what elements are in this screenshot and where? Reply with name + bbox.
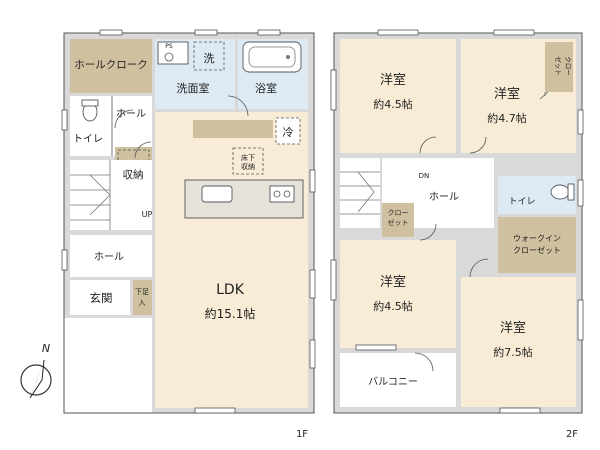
walk-in-closet: [498, 217, 576, 273]
ldk-size-label: 約15.1帖: [205, 306, 256, 321]
washing-machine-space: [193, 41, 225, 71]
shoe-storage-label-2: 入: [139, 299, 146, 307]
wash-basin-fixture: [157, 41, 189, 65]
north-compass-icon: [20, 359, 52, 399]
lower-hall-room: [70, 235, 152, 277]
western-room-4-label: 洋室: [500, 320, 526, 336]
underfloor-storage-label-1: 床下: [241, 153, 255, 162]
shoe-storage-label-1: 下足: [135, 288, 149, 296]
hall-2f-label: ホール: [429, 191, 459, 203]
hall-cloak-label: ホールクローク: [74, 59, 148, 71]
western-room-3: [340, 240, 456, 348]
small-closet-label-2: ゼット: [554, 56, 563, 76]
toilet-2f-label: トイレ: [508, 197, 535, 207]
underfloor-storage-label-2: 収納: [241, 162, 255, 171]
closet-2f: [382, 203, 414, 237]
bathroom-label: 浴室: [255, 81, 277, 95]
floor-1-label: 1F: [296, 429, 308, 440]
bathtub-fixture: [242, 41, 302, 73]
western-room-1-label: 洋室: [380, 72, 406, 88]
basin-icon: [164, 52, 174, 62]
ldk-label: LDK: [216, 282, 245, 298]
stairs-down-label: DN: [419, 172, 430, 180]
closet-2f-label-2: ゼット: [388, 218, 409, 227]
fridge-label: 冷: [283, 126, 294, 139]
wash-label: 洗: [204, 52, 215, 65]
toilet-tank-2f: [567, 183, 575, 201]
western-room-1-size: 約4.5帖: [373, 97, 413, 111]
western-room-4: [461, 277, 576, 407]
floor-2-label: 2F: [566, 429, 578, 440]
lower-hall-label: ホール: [94, 251, 124, 263]
balcony-area: [340, 353, 456, 407]
sink-icon: [201, 185, 233, 203]
shoe-storage: [133, 280, 152, 315]
closet-2f-label-1: クロー: [388, 209, 409, 217]
stairs-2f: [340, 158, 380, 228]
western-room-2-label: 洋室: [494, 86, 520, 102]
ldk-room: [155, 112, 308, 408]
underfloor-storage: [232, 147, 264, 175]
toilet-tank-1f: [81, 99, 99, 107]
ps-label: PS: [165, 43, 173, 50]
stove-icon: [269, 185, 295, 203]
western-room-2-size: 約4.7帖: [487, 111, 527, 125]
small-closet-label-1: クロー: [564, 56, 572, 76]
small-closet: [545, 42, 573, 92]
walk-in-closet-label-1: ウォークイン: [513, 234, 561, 243]
storage-label: 収納: [123, 168, 144, 181]
western-room-4-size: 約7.5帖: [493, 345, 533, 359]
porch-area: [60, 318, 152, 418]
entrance-label: 玄関: [90, 291, 113, 305]
floor-1: [60, 29, 316, 418]
western-room-3-size: 約4.5帖: [373, 299, 413, 313]
kitchen-back-counter: [193, 120, 273, 138]
western-room-3-label: 洋室: [380, 274, 406, 290]
balcony-label: バルコニー: [368, 376, 418, 388]
toilet-fixture-2f: [550, 184, 570, 200]
stairs-up-label: UP: [142, 210, 153, 219]
western-room-1: [340, 39, 456, 153]
stairs-1f: [70, 160, 152, 230]
entrance-room: [70, 280, 130, 315]
compass-north-label: N: [42, 342, 50, 355]
floor-2: [330, 29, 584, 414]
fridge-space: [275, 117, 301, 145]
washroom-label: 洗面室: [177, 81, 210, 95]
toilet-1f-label: トイレ: [73, 134, 103, 145]
upper-hall-label: ホール: [116, 108, 146, 120]
walk-in-closet-label-2: クローゼット: [513, 245, 561, 255]
hall-cloak-room: [70, 39, 152, 93]
